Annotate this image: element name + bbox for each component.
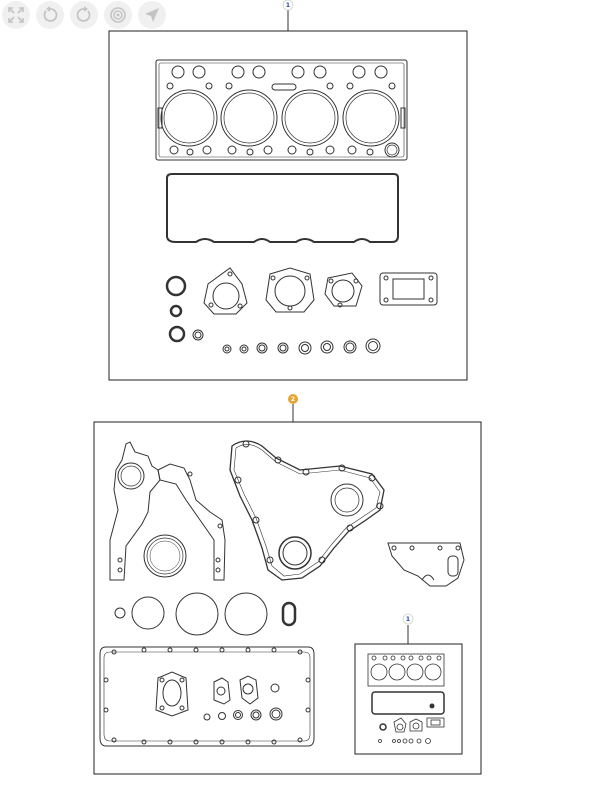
oil-pump-gasket <box>155 671 189 717</box>
small-flange-gaskets <box>213 675 280 705</box>
callout-label-top: 1 <box>286 2 290 9</box>
inset-small-parts <box>378 717 445 744</box>
callout-label-bottom: 2 <box>291 396 295 403</box>
top-kit-frame <box>108 30 468 381</box>
crankshaft-seal-right <box>278 536 312 570</box>
bracket-gasket <box>387 542 465 587</box>
reset-view-button[interactable] <box>104 1 132 29</box>
rotate-left-button[interactable] <box>36 1 64 29</box>
valve-cover-gasket <box>166 173 399 243</box>
flange-gasket-4 <box>379 272 438 306</box>
flange-gasket-1 <box>203 267 248 315</box>
flange-gasket-3 <box>324 272 363 308</box>
callout-label-inset: 1 <box>406 616 410 623</box>
bottom-kit-frame <box>93 421 482 775</box>
crankshaft-seal-left <box>143 534 187 578</box>
viewer-toolbar <box>2 1 166 29</box>
cursor-arrow-icon <box>145 8 159 22</box>
rotate-left-icon <box>43 6 58 22</box>
flange-gasket-2 <box>265 267 315 313</box>
callout-badge-inset[interactable]: 1 <box>402 613 414 625</box>
callout-badge-bottom[interactable]: 2 <box>288 394 298 404</box>
inset-head-gasket <box>367 653 445 687</box>
expand-icon <box>8 7 24 23</box>
rotate-right-button[interactable] <box>70 1 98 29</box>
inset-valve-cover-gasket <box>371 691 445 715</box>
inset-kit-frame <box>354 643 463 755</box>
timing-cover-gasket-left <box>109 441 226 581</box>
timing-cover-gasket-right <box>229 440 385 581</box>
fullscreen-button[interactable] <box>2 1 30 29</box>
target-icon <box>110 7 126 23</box>
o-rings <box>165 275 204 343</box>
seal-rings-row <box>114 592 297 636</box>
callout-badge-top[interactable]: 1 <box>282 0 294 11</box>
rotate-right-icon <box>76 6 91 22</box>
pan-washers <box>203 707 283 721</box>
navigate-button[interactable] <box>138 1 166 29</box>
washer-row <box>222 338 381 355</box>
cylinder-head-gasket <box>155 59 408 161</box>
oil-pan-gasket <box>99 646 315 747</box>
